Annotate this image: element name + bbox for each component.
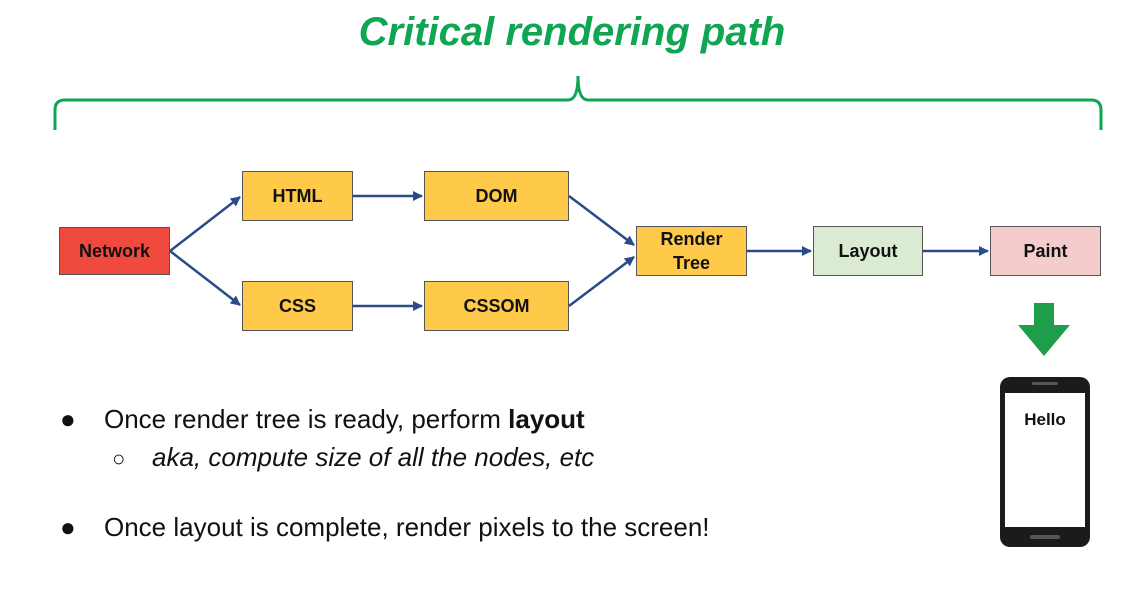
- phone-icon: [1000, 377, 1090, 547]
- node-render-tree: Render Tree: [636, 226, 747, 276]
- bullet-subitem-1: ○ aka, compute size of all the nodes, etc: [112, 442, 594, 473]
- flow-arrows: [169, 191, 989, 311]
- bullet-1-text: Once render tree is ready, perform: [104, 404, 509, 434]
- node-paint: Paint: [990, 226, 1101, 276]
- bullet-3-text: Once layout is complete, render pixels t…: [104, 512, 710, 542]
- bullet-item-1: ● Once render tree is ready, perform layo…: [60, 404, 585, 435]
- node-cssom: CSSOM: [424, 281, 569, 331]
- bullet-dot: ●: [60, 404, 76, 434]
- bullet-dot: ●: [60, 512, 76, 542]
- render-tree-label-line2: Tree: [672, 253, 711, 273]
- node-network: Network: [59, 227, 170, 275]
- bullet-item-2: ● Once layout is complete, render pixels …: [60, 512, 710, 543]
- brace-icon: [53, 75, 1103, 130]
- bullet-2-text: aka, compute size of all the nodes, etc: [152, 442, 595, 472]
- phone-screen-text: Hello: [1024, 410, 1066, 429]
- arrow-network-html: [169, 196, 241, 252]
- arrow-cssom-render: [568, 256, 635, 307]
- arrow-dom-render: [568, 195, 635, 246]
- node-layout: Layout: [813, 226, 923, 276]
- render-tree-label-line1: Render: [660, 229, 723, 249]
- bullet-1-bold: layout: [508, 404, 585, 434]
- arrow-network-css: [169, 250, 241, 306]
- node-dom: DOM: [424, 171, 569, 221]
- diagram-title: Critical rendering path: [358, 10, 786, 54]
- node-html: HTML: [242, 171, 353, 221]
- node-css: CSS: [242, 281, 353, 331]
- sub-bullet-ring: ○: [112, 446, 126, 471]
- down-arrow-icon: [1018, 303, 1070, 356]
